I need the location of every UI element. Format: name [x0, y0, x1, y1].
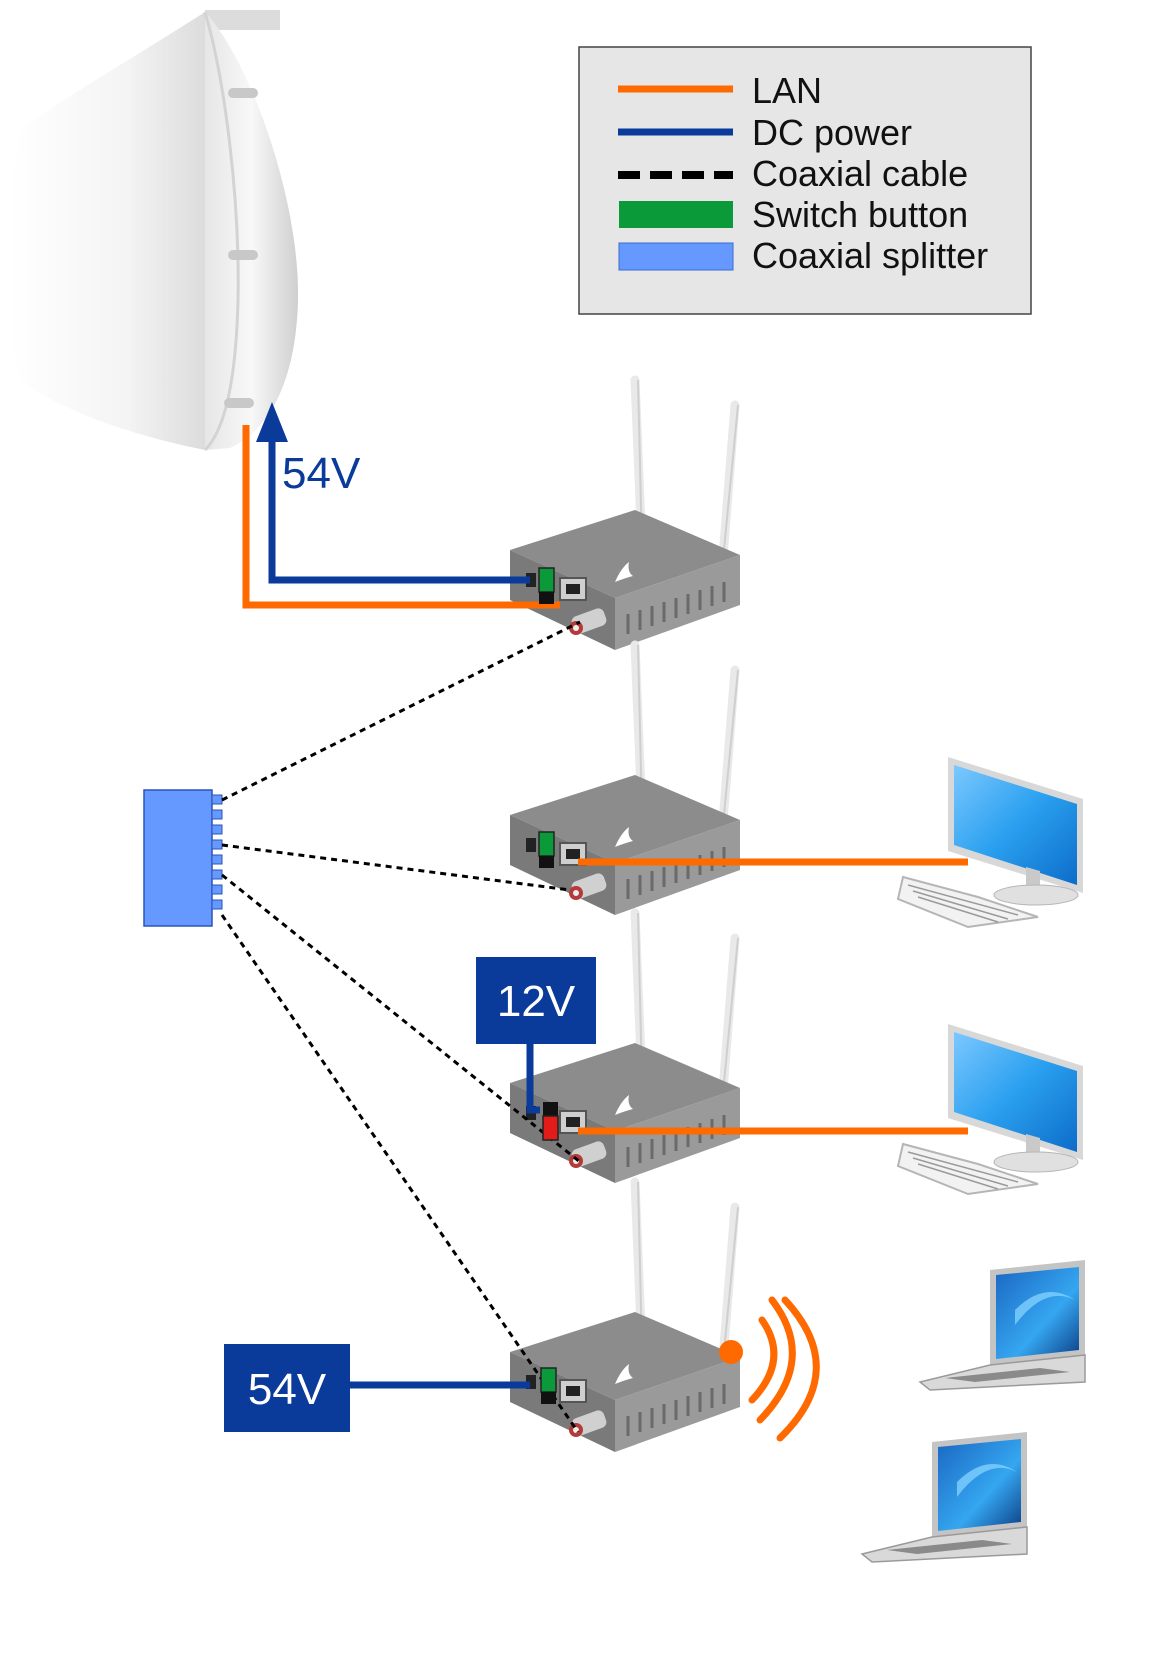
switch-button-router-4	[540, 1367, 557, 1404]
laptop-2-icon	[861, 1431, 1028, 1563]
legend-label-switch-button: Switch button	[752, 194, 968, 235]
router-2-icon	[510, 645, 740, 915]
legend: LAN DC power Coaxial cable Switch button…	[578, 46, 1032, 315]
outdoor-antenna-icon	[8, 10, 299, 452]
injector-54v-box: 54V	[224, 1344, 350, 1432]
coax-to-router-1	[221, 620, 581, 802]
router-3-icon	[510, 913, 740, 1183]
legend-swatch-coaxial-splitter	[618, 242, 734, 271]
switch-button-router-1	[538, 567, 555, 604]
dc-antenna-router-1	[268, 435, 530, 584]
legend-label-coaxial-cable: Coaxial cable	[752, 153, 968, 194]
legend-label-dc-power: DC power	[752, 112, 912, 153]
desktop-computer-1-icon	[897, 756, 1084, 928]
dc-12v-router-3	[526, 1042, 540, 1114]
switch-button-router-2	[538, 831, 555, 868]
coax-to-router-2	[221, 843, 571, 892]
legend-swatch-switch-button	[619, 201, 733, 228]
legend-label-coaxial-splitter: Coaxial splitter	[752, 235, 988, 276]
laptop-1-icon	[919, 1259, 1086, 1391]
injector-54v-label: 54V	[248, 1365, 327, 1414]
coaxial-splitter-icon	[143, 789, 223, 927]
coax-to-router-4	[220, 914, 580, 1433]
lan-cables	[242, 425, 968, 1135]
router-4-icon	[510, 1182, 740, 1452]
switch-button-router-3	[542, 1102, 559, 1141]
legend-label-lan: LAN	[752, 70, 822, 111]
dc-arrow-up-icon	[256, 402, 288, 442]
coaxial-cables	[220, 620, 581, 1433]
adapter-12v-box: 12V	[476, 957, 596, 1044]
desktop-computer-2-icon	[897, 1023, 1084, 1195]
lan-antenna-router-1	[242, 425, 560, 609]
antenna-voltage-label: 54V	[282, 449, 361, 498]
wifi-waves-icon	[719, 1296, 820, 1442]
adapter-12v-label: 12V	[497, 977, 576, 1026]
dc-power-cables	[268, 435, 540, 1389]
router-1-icon	[510, 380, 740, 650]
